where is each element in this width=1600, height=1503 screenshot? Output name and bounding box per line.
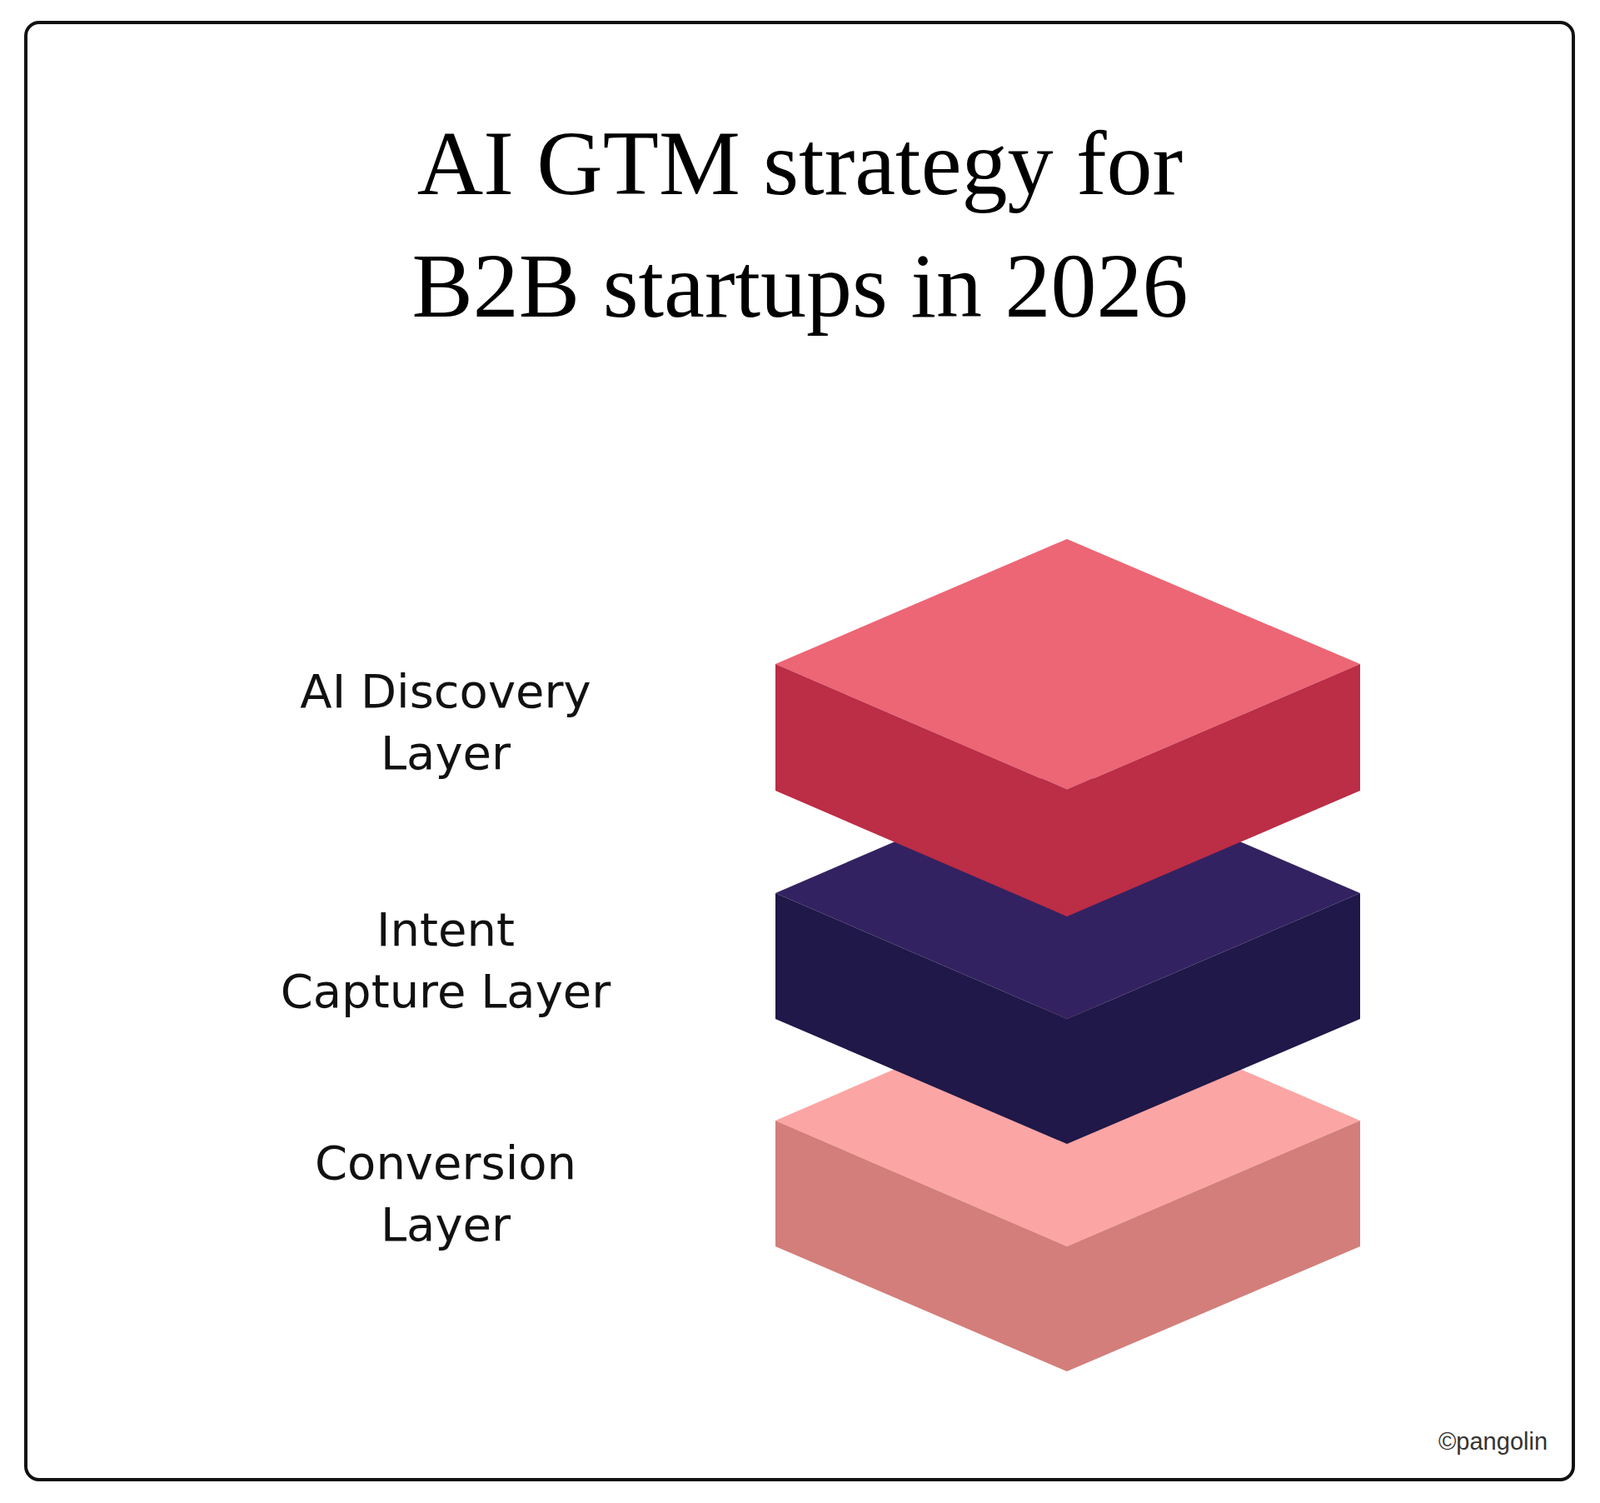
watermark: ©pangolin bbox=[1438, 1427, 1548, 1456]
discovery-slab bbox=[775, 538, 1361, 917]
frame-border bbox=[25, 22, 1574, 1480]
layer-label: AI Discovery Layer bbox=[297, 660, 594, 784]
diagram-title: AI GTM strategy for B2B startups in 2026 bbox=[409, 102, 1192, 348]
layer-label: Conversion Layer bbox=[312, 1131, 579, 1256]
layer-label: Intent Capture Layer bbox=[278, 898, 614, 1022]
